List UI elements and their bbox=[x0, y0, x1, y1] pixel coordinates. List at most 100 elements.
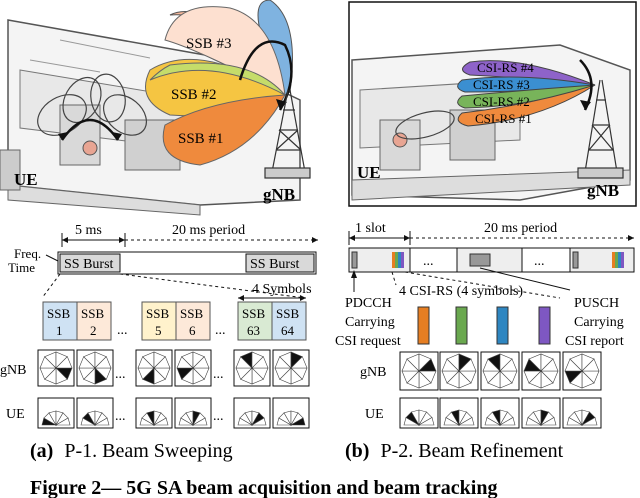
ssb-beam-label-2: SSB #2 bbox=[171, 87, 216, 103]
pdcch-label-line2: Carrying bbox=[345, 315, 395, 330]
csi-rs-symbols-label: 4 CSI-RS (4 symbols) bbox=[399, 284, 523, 299]
grid-dots-a-3: ... bbox=[115, 409, 126, 424]
pdcch-label-line3: CSI request bbox=[335, 334, 401, 349]
pdcch-marker-1 bbox=[351, 251, 358, 269]
row-gnb-label-b: gNB bbox=[360, 365, 386, 380]
ssb-block-num-2: 2 bbox=[90, 323, 97, 338]
gnb-label-a: gNB bbox=[263, 185, 295, 204]
csi-rs-label-4: CSI-RS #4 bbox=[477, 60, 534, 75]
pusch-label-line1: PUSCH bbox=[574, 296, 619, 311]
gnb-tower-b bbox=[577, 79, 624, 179]
csi-marker-3a bbox=[612, 252, 615, 268]
ue-beam-pattern-a-4 bbox=[174, 397, 212, 429]
ssb-block-num-6: 6 bbox=[189, 323, 196, 338]
pdcch-label-line1: PDCCH bbox=[345, 296, 392, 311]
gnb-sweep-arrow-a bbox=[238, 40, 293, 111]
gnb-beam-pattern-a-3 bbox=[135, 349, 173, 387]
panel-a-illustration: SSB #3 SSB #2 SSB #1 UE gNB bbox=[0, 0, 311, 216]
symbols-label-a: 4 Symbols bbox=[252, 282, 312, 297]
ss-burst-1 bbox=[59, 253, 121, 273]
ssb-block-num-63: 63 bbox=[247, 323, 260, 338]
gnb-beam-pattern-b-2 bbox=[439, 351, 479, 391]
ue-beam-pattern-b-4 bbox=[521, 397, 561, 429]
csi-bar-2 bbox=[455, 306, 468, 345]
ue-beam-pattern-b-2 bbox=[439, 397, 479, 429]
gnb-tower-a bbox=[264, 89, 311, 179]
ue-beam-pattern-a-6 bbox=[272, 397, 310, 429]
ssb-block-2 bbox=[76, 301, 112, 341]
ue-beam-lobe-b bbox=[395, 110, 455, 140]
csi-rs-beam-1 bbox=[457, 84, 596, 127]
gnb-beam-pattern-a-4 bbox=[174, 349, 212, 387]
pdcch-marker-2 bbox=[572, 251, 579, 269]
ssb-block-top-5: SSB bbox=[146, 306, 169, 321]
ssb-dots-2: ... bbox=[215, 323, 226, 338]
caption-b-text: P-2. Beam Refinement bbox=[380, 440, 563, 462]
csi-marker-1c bbox=[398, 252, 401, 268]
ssb-beam-label-1: SSB #1 bbox=[178, 131, 223, 147]
person-icon-a bbox=[82, 140, 98, 156]
csi-marker-3b bbox=[615, 252, 618, 268]
caption-a: (a) P-1. Beam Sweeping bbox=[30, 440, 233, 462]
csi-rs-label-3: CSI-RS #3 bbox=[473, 77, 530, 92]
csi-rs-label-2: CSI-RS #2 bbox=[473, 94, 530, 109]
ue-beam-pattern-a-3 bbox=[135, 397, 173, 429]
panel-b-timing: 1 slot 20 ms period ... ... 4 CSI-RS (4 … bbox=[335, 221, 635, 349]
ssb-beam-label-3: SSB #3 bbox=[186, 36, 231, 52]
ue-beam-pattern-a-2 bbox=[76, 397, 114, 429]
gnb-label-b: gNB bbox=[587, 181, 619, 200]
ssb-beam-1 bbox=[162, 94, 286, 166]
ssb-dots-1: ... bbox=[117, 323, 128, 338]
ssb-block-top-63: SSB bbox=[242, 306, 265, 321]
grid-dots-a-4: ... bbox=[213, 409, 224, 424]
ue-beam-pattern-b-5 bbox=[562, 397, 602, 429]
slot-dots-2: ... bbox=[534, 254, 545, 269]
ssb-block-num-64: 64 bbox=[281, 323, 295, 338]
figure-caption: Figure 2— 5G SA beam acquisition and bea… bbox=[30, 477, 497, 498]
beam-grid-b: gNB UE bbox=[360, 351, 602, 429]
ss-burst-label-2: SS Burst bbox=[250, 257, 300, 272]
gnb-beam-pattern-a-6 bbox=[272, 349, 310, 387]
csi-marker-1a bbox=[392, 252, 395, 268]
gnb-beam-pattern-a-5 bbox=[233, 349, 271, 387]
ssb-block-top-2: SSB bbox=[81, 306, 104, 321]
panel-b-illustration: CSI-RS #4 CSI-RS #3 CSI-RS #2 CSI-RS #1 … bbox=[348, 1, 637, 207]
pusch-label-line2: Carrying bbox=[574, 315, 624, 330]
csi-marker-1d bbox=[401, 252, 404, 268]
period-long-label-b: 20 ms period bbox=[484, 221, 557, 236]
ssb-block-num-1: 1 bbox=[56, 323, 63, 338]
gnb-beam-pattern-b-5 bbox=[562, 351, 602, 391]
gnb-beam-pattern-a-1 bbox=[37, 349, 75, 387]
ssb-block-64 bbox=[271, 301, 307, 341]
csi-bar-1 bbox=[417, 306, 430, 345]
ssb-block-6 bbox=[175, 301, 211, 341]
ssb-block-row: SSB 1 SSB 2 ... SSB 5 SSB 6 ... SSB 63 S… bbox=[42, 301, 307, 341]
pusch-marker bbox=[469, 253, 491, 267]
period-short-label-a: 5 ms bbox=[75, 223, 102, 238]
ssb-block-top-1: SSB bbox=[47, 306, 70, 321]
slot-block-3 bbox=[569, 247, 635, 273]
person-icon-b bbox=[392, 132, 408, 148]
ssb-block-top-64: SSB bbox=[276, 306, 299, 321]
caption-a-letter: (a) bbox=[30, 440, 53, 462]
pusch-label-line3: CSI report bbox=[565, 334, 624, 349]
gnb-beam-pattern-b-4 bbox=[521, 351, 561, 391]
grid-dots-a-2: ... bbox=[213, 367, 224, 382]
panel-a-timing: 5 ms 20 ms period Freq. Time SS Burst SS… bbox=[8, 223, 318, 301]
slot-dots-1: ... bbox=[423, 254, 434, 269]
ssb-block-top-6: SSB bbox=[180, 306, 203, 321]
beam-grid-a: gNB UE ... ... ... ... bbox=[0, 349, 310, 429]
csi-marker-1b bbox=[395, 252, 398, 268]
slot-label-b: 1 slot bbox=[355, 221, 386, 236]
caption-a-text: P-1. Beam Sweeping bbox=[64, 440, 232, 462]
gnb-beam-pattern-b-1 bbox=[399, 351, 439, 391]
ssb-block-num-5: 5 bbox=[155, 323, 162, 338]
csi-bar-4 bbox=[538, 306, 551, 345]
ue-sweep-arrow-a bbox=[60, 118, 120, 141]
row-ue-label-b: UE bbox=[365, 407, 384, 422]
ue-label-a: UE bbox=[14, 170, 38, 189]
gnb-beam-pattern-b-3 bbox=[480, 351, 520, 391]
csi-marker-3d bbox=[621, 252, 624, 268]
ssb-block-5 bbox=[141, 301, 177, 341]
